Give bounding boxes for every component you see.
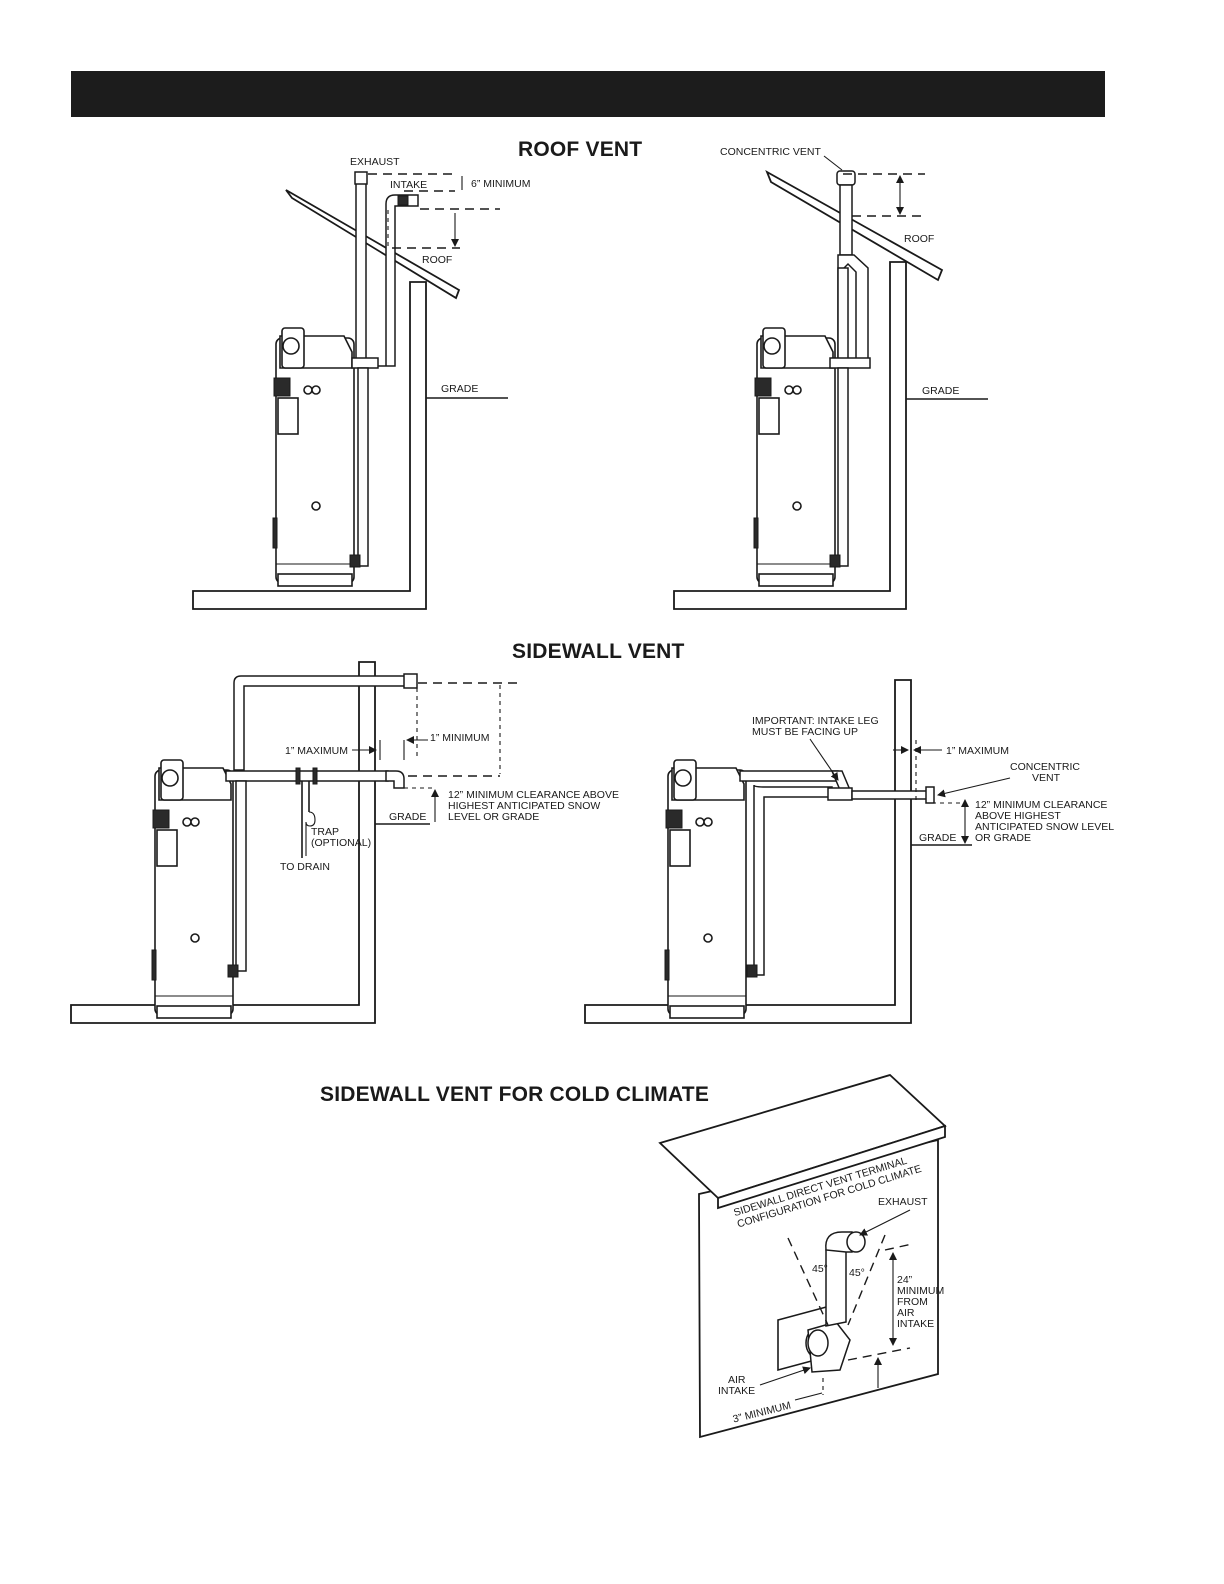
clearance-label-line3: LEVEL OR GRADE [448, 811, 539, 823]
exhaust-pipe [225, 770, 389, 782]
floor-and-wall [584, 679, 912, 1024]
concentric-vent-label: CONCENTRIC VENT [720, 146, 822, 158]
roof-slab [285, 189, 461, 300]
clearance-label-line4: OR GRADE [975, 832, 1031, 844]
min24-line2: MINIMUM [897, 1285, 944, 1297]
roof-vent-left: EXHAUST INTAKE 6” MINIMUM ROOF GRADE [192, 156, 531, 610]
roof-label: ROOF [422, 254, 452, 266]
one-inch-max-label: 1” MAXIMUM [946, 745, 1009, 757]
concentric-vent-cap [836, 170, 856, 186]
concentric-label-line2: VENT [1032, 772, 1061, 784]
sidewall-vent-left: 1” MAXIMUM 1” MINIMUM 12” MINIMUM CLEARA… [70, 661, 619, 1024]
min24-line5: INTAKE [897, 1318, 934, 1330]
grade-label: GRADE [919, 832, 956, 844]
clearance-label-line1: 12” MINIMUM CLEARANCE ABOVE [448, 789, 619, 801]
roof-vent-title: ROOF VENT [518, 138, 643, 161]
sidewall-vent-right: IMPORTANT: INTAKE LEG MUST BE FACING UP … [584, 679, 1114, 1024]
exhaust-elbow [385, 770, 405, 789]
angle-right-label: 45° [849, 1267, 865, 1279]
water-heater [151, 759, 234, 1019]
concentric-tee [827, 787, 853, 801]
exhaust-cap [354, 171, 368, 185]
cold-climate-terminal: SIDEWALL DIRECT VENT TERMINAL CONFIGURAT… [658, 1073, 947, 1439]
exhaust-label: EXHAUST [350, 156, 400, 168]
clearance-label-line1: 12” MINIMUM CLEARANCE [975, 799, 1107, 811]
air-intake-line1: AIR [728, 1374, 746, 1386]
exhaust-opening [846, 1231, 866, 1253]
six-inch-min-label: 6” MINIMUM [471, 178, 531, 190]
grade-label: GRADE [922, 385, 959, 397]
min24-line1: 24” [897, 1274, 913, 1286]
floor-and-wall [70, 661, 376, 1024]
water-heater [664, 759, 747, 1019]
to-drain-label: TO DRAIN [280, 861, 330, 873]
floor-and-wall [192, 281, 427, 610]
angle-left-label: 45° [812, 1263, 828, 1275]
clearance-label-line3: ANTICIPATED SNOW LEVEL [975, 821, 1114, 833]
intake-pipe [753, 784, 833, 976]
water-heater [272, 327, 355, 587]
exhaust-pipe [355, 174, 367, 364]
intake-pipe [370, 194, 419, 367]
min24-line4: AIR [897, 1307, 915, 1319]
sidewall-vent-title: SIDEWALL VENT [512, 640, 685, 663]
roof-vent-right: CONCENTRIC VENT ROOF GRADE [673, 146, 988, 610]
important-label-line1: IMPORTANT: INTAKE LEG [752, 715, 879, 727]
min24-line3: FROM [897, 1296, 928, 1308]
air-intake-line2: INTAKE [718, 1385, 755, 1397]
concentric-vent-pipe [839, 184, 853, 256]
clearance-label-line2: HIGHEST ANTICIPATED SNOW [448, 800, 600, 812]
exhaust-label: EXHAUST [878, 1196, 928, 1208]
trap-label-line1: TRAP [311, 826, 339, 838]
concentric-vent-cap [925, 786, 935, 804]
water-heater [753, 327, 836, 587]
important-label-line2: MUST BE FACING UP [752, 726, 858, 738]
intake-cap [403, 673, 418, 689]
exhaust-riser [825, 1245, 847, 1327]
condensate-pipe [357, 367, 369, 567]
floor-and-wall [673, 261, 907, 610]
trap-label-line2: (OPTIONAL) [311, 837, 371, 849]
concentric-label-line1: CONCENTRIC [1010, 761, 1080, 773]
header-bar [71, 71, 1105, 117]
cold-climate-title: SIDEWALL VENT FOR COLD CLIMATE [320, 1083, 710, 1106]
roof-slab [765, 169, 944, 282]
clearance-label-line2: ABOVE HIGHEST [975, 810, 1061, 822]
one-inch-max-label: 1” MAXIMUM [285, 745, 348, 757]
intake-label: INTAKE [390, 179, 427, 191]
one-inch-min-label: 1” MINIMUM [430, 732, 490, 744]
grade-label: GRADE [389, 811, 426, 823]
grade-label: GRADE [441, 383, 478, 395]
roof-label: ROOF [904, 233, 934, 245]
intake-pipe [233, 675, 406, 771]
